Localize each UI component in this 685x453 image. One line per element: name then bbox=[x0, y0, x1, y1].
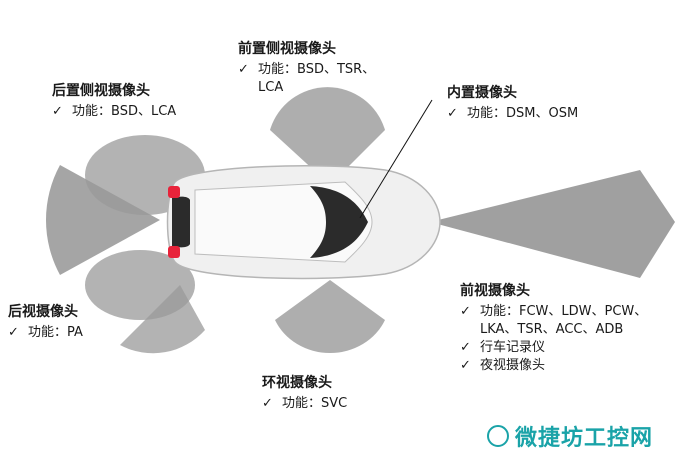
brake-light-top bbox=[168, 186, 180, 198]
check-icon: ✓ bbox=[52, 104, 63, 119]
rear-side-camera-label: 后置侧视摄像头 ✓功能：BSD、LCA bbox=[52, 83, 177, 119]
front-side-camera-title: 前置侧视摄像头 bbox=[238, 41, 336, 57]
check-icon: ✓ bbox=[447, 106, 458, 121]
front-camera-title: 前视摄像头 bbox=[460, 283, 530, 299]
surround-camera-fov-bottom bbox=[275, 280, 385, 354]
rear-camera-label: 后视摄像头 ✓功能：PA bbox=[8, 304, 83, 340]
front-camera-label: 前视摄像头 ✓功能：FCW、LDW、PCW、 LKA、TSR、ACC、ADB ✓… bbox=[460, 283, 648, 373]
surround-camera-title: 环视摄像头 bbox=[262, 375, 332, 391]
front-side-camera-label: 前置侧视摄像头 ✓功能：BSD、TSR、 LCA bbox=[238, 41, 376, 95]
rear-camera-fov bbox=[45, 165, 161, 275]
windshield bbox=[310, 186, 368, 258]
brake-light-bottom bbox=[168, 246, 180, 258]
rear-window bbox=[172, 196, 190, 248]
check-icon: ✓ bbox=[262, 396, 273, 411]
surround-camera-fov-top bbox=[270, 87, 385, 185]
check-icon: ✓ bbox=[460, 304, 471, 319]
side-camera-fov-left bbox=[120, 285, 205, 354]
check-icon: ✓ bbox=[460, 340, 471, 355]
interior-camera-label: 内置摄像头 ✓功能：DSM、OSM bbox=[447, 85, 579, 121]
rear-camera-title: 后视摄像头 bbox=[8, 304, 78, 320]
check-icon: ✓ bbox=[460, 358, 471, 373]
watermark-logo-icon bbox=[487, 425, 509, 447]
rear-side-camera-title: 后置侧视摄像头 bbox=[52, 83, 150, 99]
interior-camera-title: 内置摄像头 bbox=[447, 85, 517, 101]
check-icon: ✓ bbox=[8, 325, 19, 340]
check-icon: ✓ bbox=[238, 62, 249, 77]
surround-camera-label: 环视摄像头 ✓功能：SVC bbox=[262, 375, 348, 411]
front-camera-fov bbox=[430, 170, 675, 278]
interior-camera-pointer bbox=[359, 99, 433, 219]
car-body bbox=[166, 165, 441, 280]
watermark: 微捷坊工控网 bbox=[487, 420, 653, 452]
